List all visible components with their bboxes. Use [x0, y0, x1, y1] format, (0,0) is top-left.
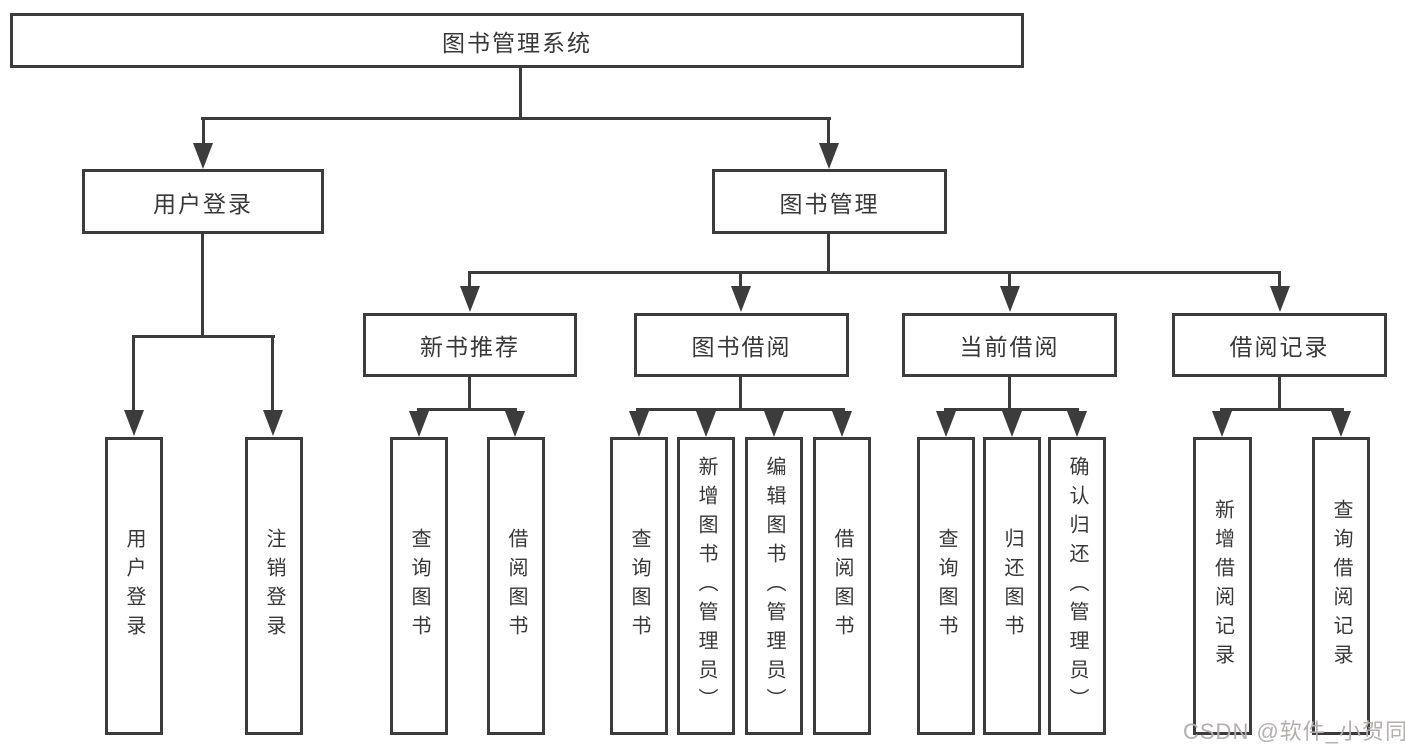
- leaf-label: 借阅图书: [505, 528, 527, 644]
- arrowhead-down: [764, 411, 784, 437]
- leaf-recommend-query-books: 查询图书: [390, 437, 448, 735]
- leaf-label: 编辑图书（管理员）: [763, 455, 785, 717]
- arrowhead-down: [731, 286, 751, 312]
- node-current-borrowing: 当前借阅: [902, 313, 1117, 377]
- leaf-borrowing-add-books-admin: 新增图书（管理员）: [677, 437, 735, 735]
- leaf-borrowing-query-books: 查询图书: [610, 437, 668, 735]
- leaf-label: 借阅图书: [831, 528, 853, 644]
- connector-line: [1008, 374, 1011, 411]
- connector-line: [201, 117, 831, 120]
- arrowhead-down: [1000, 286, 1020, 312]
- connector-line: [1008, 271, 1011, 288]
- arrowhead-down: [124, 410, 144, 436]
- arrowhead-down: [832, 411, 852, 437]
- leaf-borrowing-borrow-books: 借阅图书: [813, 437, 871, 735]
- node-user-login-branch: 用户登录: [82, 169, 324, 234]
- arrowhead-down: [1067, 411, 1087, 437]
- leaf-user-login: 用户登录: [105, 437, 163, 735]
- node-new-book-recommendation: 新书推荐: [363, 313, 577, 377]
- arrowhead-down: [460, 286, 480, 312]
- arrowhead-down: [193, 143, 213, 169]
- connector-line: [468, 271, 471, 288]
- node-book-management: 图书管理: [712, 169, 947, 234]
- leaf-label: 查询图书: [408, 528, 430, 644]
- connector-line: [739, 271, 742, 288]
- connector-line: [636, 408, 845, 411]
- connector-line: [132, 335, 275, 338]
- connector-line: [271, 335, 274, 413]
- leaf-borrowing-edit-books-admin: 编辑图书（管理员）: [745, 437, 803, 735]
- arrowhead-down: [1212, 411, 1232, 437]
- leaf-label: 用户登录: [123, 528, 145, 644]
- connector-line: [944, 408, 1079, 411]
- leaf-recommend-borrow-books: 借阅图书: [487, 437, 545, 735]
- connector-line: [132, 335, 135, 413]
- arrowhead-down: [1002, 411, 1022, 437]
- leaf-label: 确认归还（管理员）: [1066, 455, 1088, 717]
- leaf-label: 归还图书: [1001, 528, 1023, 644]
- connector-line: [827, 231, 830, 274]
- arrowhead-down: [409, 411, 429, 437]
- leaf-current-query-books: 查询图书: [917, 437, 975, 735]
- arrowhead-down: [1331, 411, 1351, 437]
- connector-line: [202, 117, 205, 147]
- arrowhead-down: [696, 411, 716, 437]
- leaf-label: 注销登录: [263, 528, 285, 644]
- connector-line: [519, 66, 522, 119]
- leaf-label: 查询借阅记录: [1330, 499, 1352, 673]
- node-borrowing-records: 借阅记录: [1172, 313, 1387, 377]
- leaf-label: 查询图书: [935, 528, 957, 644]
- connector-line: [1278, 271, 1281, 288]
- connector-line: [201, 231, 204, 338]
- arrowhead-down: [629, 411, 649, 437]
- connector-line: [1220, 408, 1344, 411]
- leaf-label: 新增图书（管理员）: [695, 455, 717, 717]
- leaf-logout-login: 注销登录: [245, 437, 303, 735]
- arrowhead-down: [1270, 286, 1290, 312]
- arrowhead-down: [505, 411, 525, 437]
- node-library-management-system: 图书管理系统: [10, 13, 1024, 68]
- connector-line: [469, 271, 1281, 274]
- leaf-current-return-books: 归还图书: [983, 437, 1041, 735]
- leaf-current-confirm-return-admin: 确认归还（管理员）: [1048, 437, 1106, 735]
- csdn-watermark: CSDN @软件_小贺同学: [1183, 719, 1405, 744]
- leaf-records-add-borrow-record: 新增借阅记录: [1193, 437, 1252, 735]
- leaf-records-query-borrow-record: 查询借阅记录: [1312, 437, 1370, 735]
- connector-line: [827, 117, 830, 147]
- connector-line: [468, 374, 471, 411]
- leaf-label: 新增借阅记录: [1211, 499, 1234, 673]
- arrowhead-down: [936, 411, 956, 437]
- arrowhead-down: [263, 410, 283, 436]
- arrowhead-down: [819, 143, 839, 169]
- leaf-label: 查询图书: [628, 528, 650, 644]
- node-book-borrowing: 图书借阅: [634, 313, 849, 377]
- connector-line: [1278, 374, 1281, 411]
- connector-line: [417, 408, 517, 411]
- connector-line: [739, 374, 742, 411]
